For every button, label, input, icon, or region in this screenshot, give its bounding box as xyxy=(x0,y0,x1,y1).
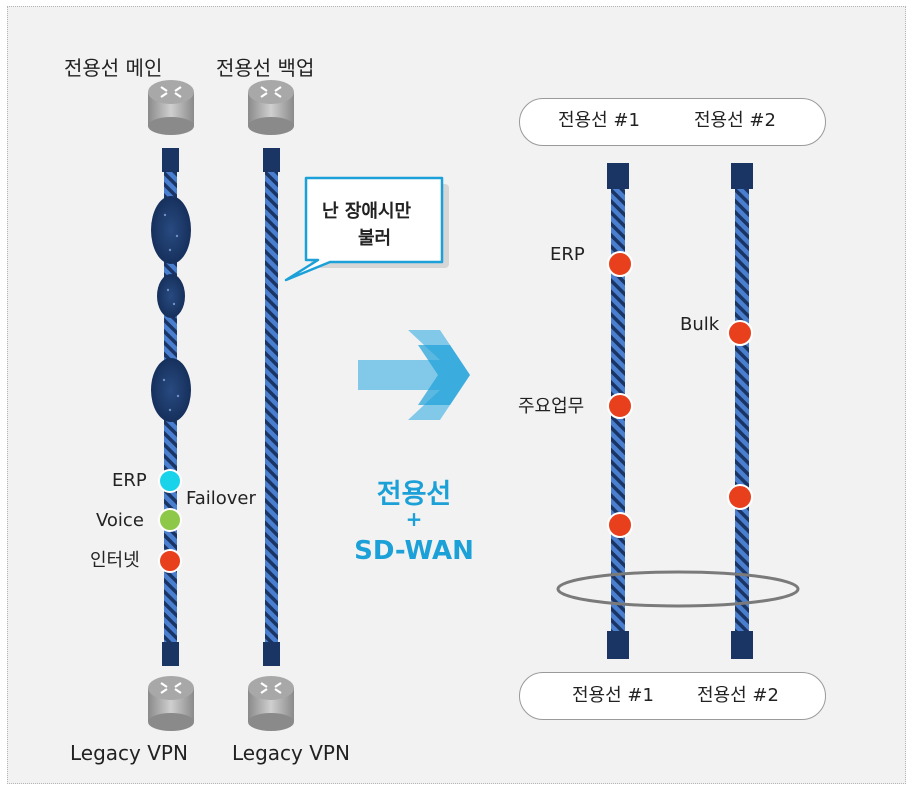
router-icon-top-main xyxy=(148,80,194,135)
failover-label: Failover xyxy=(186,488,256,509)
erp-dot xyxy=(158,469,182,493)
internet-label: 인터넷 xyxy=(90,550,140,571)
callout-text-line2: 불러 xyxy=(358,228,392,249)
main-line-label: 전용선 메인 xyxy=(64,56,163,80)
callout-bubble xyxy=(284,176,449,282)
bulk-label: Bulk xyxy=(680,314,720,335)
congestion-bulges xyxy=(151,196,191,422)
cable-line-2 xyxy=(731,163,753,659)
router-icon-bottom-main xyxy=(148,676,194,731)
middle-title-plus: + xyxy=(405,507,423,531)
backup-line-label: 전용선 백업 xyxy=(216,56,315,80)
legacy-vpn-left-label: Legacy VPN xyxy=(70,741,188,765)
voice-label: Voice xyxy=(96,510,144,531)
erp-label: ERP xyxy=(112,470,147,491)
core-work-label: 주요업무 xyxy=(518,396,585,417)
core-dot-line1 xyxy=(607,393,633,419)
dot-line1-lower xyxy=(607,512,633,538)
bottom-lines-pill xyxy=(519,672,826,720)
voice-dot xyxy=(158,508,182,532)
top-line1-label: 전용선 #1 xyxy=(558,110,640,131)
bulk-dot-line2 xyxy=(727,320,753,346)
top-lines-pill xyxy=(519,98,826,146)
erp-right-label: ERP xyxy=(550,244,585,265)
callout-text-line1: 난 장애시만 xyxy=(322,201,412,222)
erp-dot-line1 xyxy=(607,251,633,277)
router-icon-top-backup xyxy=(248,80,294,135)
middle-title-line1: 전용선 xyxy=(376,479,452,510)
sdwan-ring xyxy=(556,570,800,608)
bottom-line2-label: 전용선 #2 xyxy=(697,685,779,706)
dot-line2-lower xyxy=(727,484,753,510)
internet-dot xyxy=(158,549,182,573)
bottom-line1-label: 전용선 #1 xyxy=(572,685,654,706)
transition-arrow-icon xyxy=(358,330,470,420)
middle-title-line3: SD-WAN xyxy=(354,536,474,566)
cable-backup-line xyxy=(263,148,280,666)
router-icon-bottom-backup xyxy=(248,676,294,731)
legacy-vpn-right-label: Legacy VPN xyxy=(232,741,350,765)
top-line2-label: 전용선 #2 xyxy=(694,110,776,131)
